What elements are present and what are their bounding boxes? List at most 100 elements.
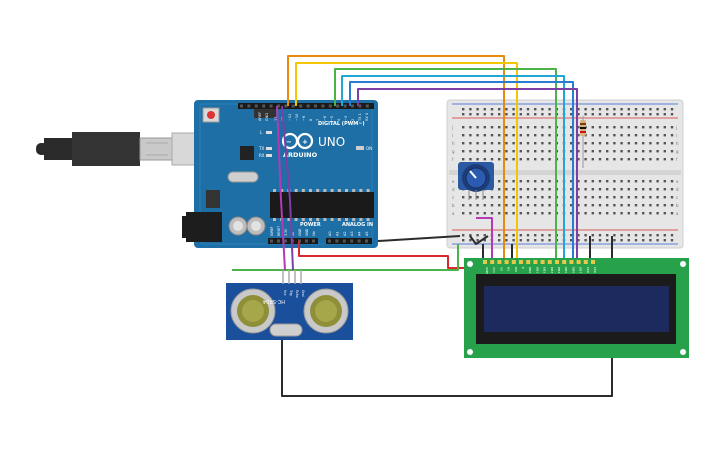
pin-hole [476,150,479,153]
pin-hole [314,104,317,108]
lcd-pin [562,260,567,264]
pin-hole [591,204,594,207]
pin-hole [570,188,573,191]
pin-hole [613,113,616,116]
power-pin-label: GND [305,228,309,236]
digital-pin-label: ~10 [295,114,299,121]
power-pin-label: GND [298,228,302,236]
pin-hole [627,212,630,215]
pin-hole [490,196,494,199]
pin-hole [512,158,515,161]
lcd-pin-label: DB3 [550,267,554,273]
lcd-pin [591,260,595,264]
pin-hole [321,104,325,108]
pin-hole [483,108,486,111]
pin-hole [656,196,659,199]
pin-hole [663,234,666,237]
chip-pin [352,218,356,221]
lcd-pin-label: E [521,267,525,269]
pin-hole [663,126,666,129]
pin-hole [663,113,666,116]
pin-hole [299,104,303,108]
pin-hole [483,158,486,161]
chip-pin [309,189,312,192]
row-letter: i [452,133,453,138]
pin-hole [483,234,486,237]
row-letter: e [452,179,455,184]
pin-hole [526,113,530,116]
pin-hole [469,212,472,215]
pin-hole [642,204,645,207]
digital-pin-label: ~11 [288,114,292,121]
pin-hole [277,239,280,243]
wire-blue [349,81,574,262]
l-led-label: L [260,130,263,135]
pin-hole [606,239,609,242]
pin-hole [526,196,530,199]
lcd-pin-label: DB7 [579,267,583,273]
wire-black-gnd [377,235,461,242]
pin-hole [570,134,573,137]
pin-hole [476,126,479,129]
potentiometer[interactable] [458,162,494,200]
pin-hole [541,196,544,199]
pin-hole [498,142,501,145]
pin-hole [642,134,645,137]
pin-hole [490,108,494,111]
pin-hole [526,150,530,153]
pin-hole [577,239,580,242]
chip-pin [309,218,312,221]
pin-hole [606,196,609,199]
lcd-pin [540,260,545,264]
pin-hole [476,158,479,161]
pin-hole [505,196,508,199]
pin-hole [570,108,573,111]
svg-text:−: − [286,138,292,146]
pin-hole [498,204,501,207]
pin-hole [541,212,544,215]
row-letter: b [452,203,455,208]
pin-hole [357,239,361,243]
pin-hole [505,239,508,242]
arduino-logo: − + ARDUINO UNO [281,132,345,159]
pin-hole [670,134,674,137]
chip-pin [316,189,320,192]
pin-hole [336,104,340,108]
row-letter: f [452,157,454,162]
pin-hole [490,158,494,161]
pin-hole [350,239,354,243]
pin-hole [634,204,638,207]
row-letter: a [452,211,455,216]
power-pin-label: 5V [291,231,295,236]
pin-hole [505,158,508,161]
pin-hole [526,204,530,207]
pin-hole [519,142,522,145]
pin-hole [663,180,666,183]
pin-hole [498,239,501,242]
pin-hole [476,212,479,215]
pin-hole [584,212,587,215]
pin-hole [498,150,501,153]
pin-hole [591,212,594,215]
pin-hole [656,150,659,153]
tx-led-label: TX [258,146,264,151]
usb-cable [36,132,207,166]
pin-hole [634,188,638,191]
power-jack [186,212,222,242]
sensor-pin-label: Echo [295,290,299,298]
pin-hole [469,239,472,242]
wire-orange [287,55,505,262]
pin-hole [512,108,515,111]
pin-hole [670,180,674,183]
pin-hole [342,239,346,243]
lcd-pin [533,260,538,264]
pin-hole [613,180,616,183]
pin-hole [541,158,544,161]
digital-header-holes [240,104,369,108]
pin-hole [483,196,486,199]
pin-hole [519,212,522,215]
pin-hole [312,239,315,243]
pin-hole [627,196,630,199]
pin-hole [498,212,501,215]
chip-pin [301,218,305,221]
